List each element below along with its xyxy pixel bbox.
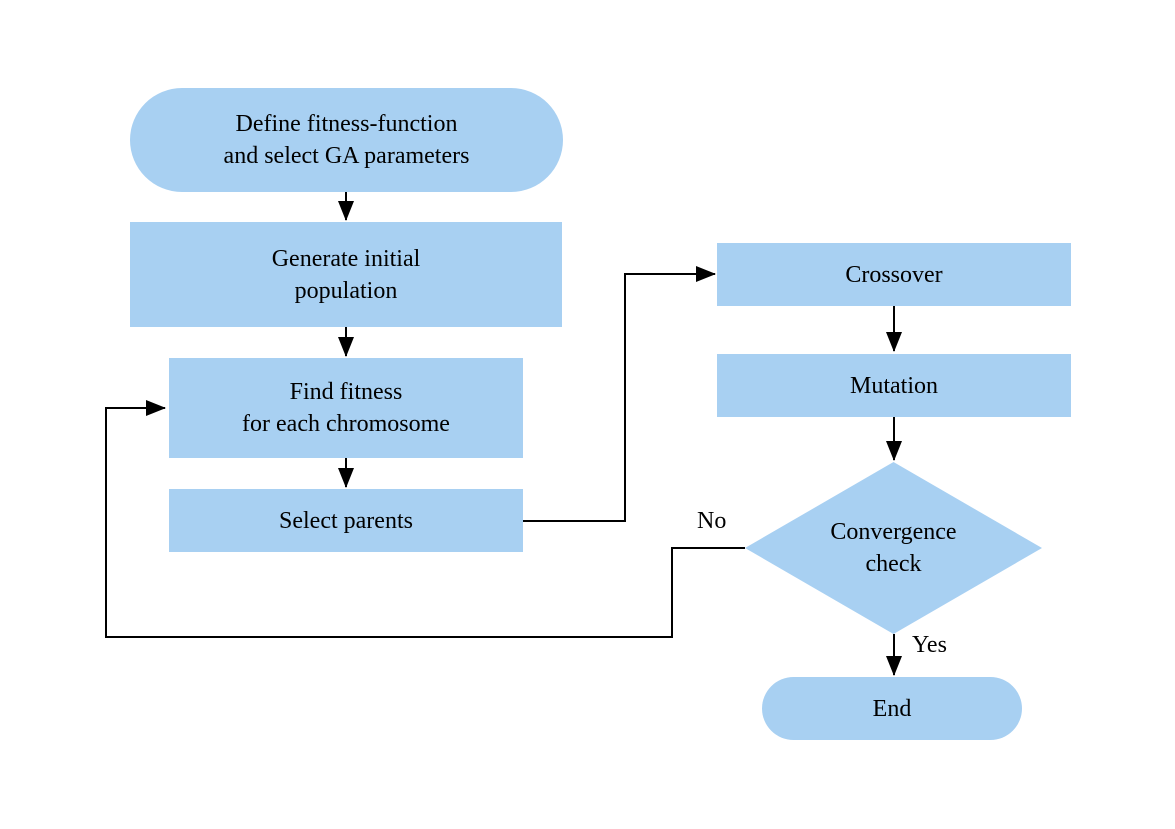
node-select-parents: Select parents [169, 489, 523, 552]
node-start-label-line2: and select GA parameters [223, 143, 470, 169]
node-end-label: End [872, 695, 912, 722]
edge-label-yes: Yes [912, 632, 947, 658]
node-fitness-label-line1: Find fitness [289, 379, 403, 405]
node-fitness-label-line2: for each chromosome [242, 411, 450, 437]
edge-convergence-no-to-fitness [105, 400, 745, 638]
node-end: End [762, 677, 1022, 740]
node-generate-label-line2: population [294, 277, 398, 304]
node-find-fitness: Find fitness for each chromosome [169, 358, 523, 458]
node-select-label: Select parents [279, 507, 413, 534]
node-crossover: Crossover [717, 243, 1071, 306]
node-crossover-label: Crossover [845, 261, 943, 288]
node-generate-population: Generate initial population [130, 222, 562, 327]
node-mutation-label: Mutation [850, 372, 938, 399]
node-mutation: Mutation [717, 354, 1071, 417]
node-convergence-label-line2: check [865, 551, 922, 577]
node-start-label-line1: Define fitness-function [235, 111, 458, 137]
edge-label-no: No [697, 508, 727, 534]
node-generate-label-line1: Generate initial [271, 245, 421, 272]
node-convergence-label-line1: Convergence [830, 519, 957, 545]
node-start: Define fitness-function and select GA pa… [130, 88, 563, 192]
edge-select-to-crossover [523, 266, 716, 522]
